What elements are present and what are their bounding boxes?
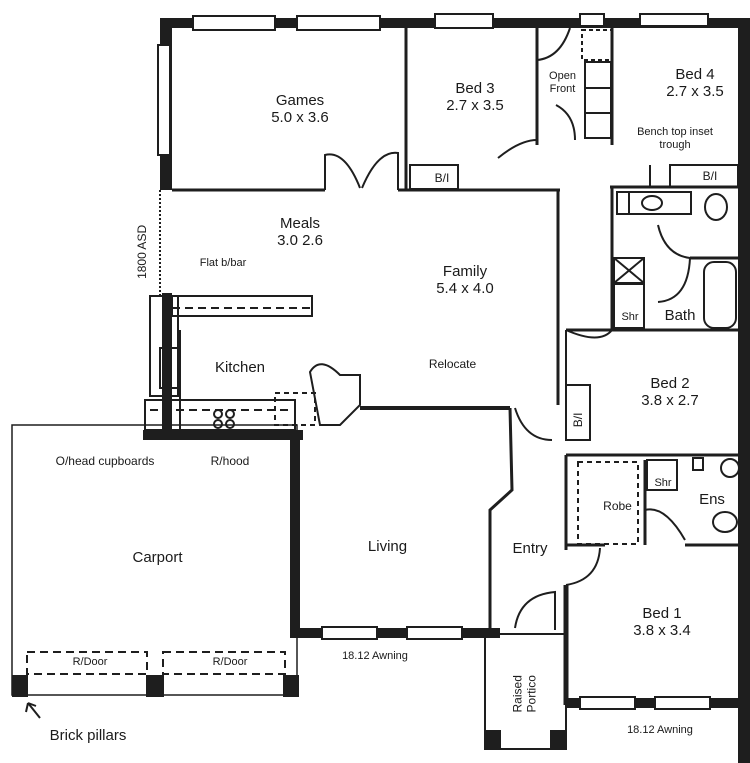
- label-bi-bed3: B/I: [434, 171, 450, 185]
- window: [639, 13, 709, 27]
- room-carport: Carport: [132, 549, 183, 566]
- window: [434, 13, 494, 29]
- label-bi-bed4: B/I: [702, 169, 718, 183]
- label-shr-bath: Shr: [621, 311, 639, 323]
- window: [654, 696, 711, 710]
- window: [192, 15, 276, 31]
- label-awning-bed1: 18.12 Awning: [627, 724, 693, 736]
- label-brick-pillars: Brick pillars: [49, 727, 127, 744]
- window: [579, 696, 636, 710]
- label-rhood: R/hood: [210, 454, 250, 468]
- label-flat-bbar: Flat b/bar: [199, 257, 247, 269]
- window: [579, 13, 605, 27]
- label-relocate: Relocate: [428, 357, 477, 371]
- room-entry: Entry: [512, 540, 548, 557]
- label-awning-living: 18.12 Awning: [342, 650, 408, 662]
- label-rdoor-1: R/Door: [72, 656, 108, 668]
- room-robe: Robe: [603, 499, 632, 513]
- room-bath: Bath: [664, 307, 696, 324]
- window: [406, 626, 463, 640]
- label-rdoor-2: R/Door: [212, 656, 248, 668]
- label-ohead-cupboards: O/head cupboards: [55, 454, 155, 468]
- window: [157, 44, 171, 156]
- label-bi-bed2: B/I: [571, 412, 586, 428]
- window: [321, 626, 378, 640]
- window: [296, 15, 381, 31]
- label-shr-ens: Shr: [654, 477, 672, 489]
- room-ens: Ens: [699, 491, 725, 508]
- room-kitchen: Kitchen: [214, 359, 266, 376]
- room-living: Living: [367, 538, 408, 555]
- label-1800-asd: 1800 ASD: [135, 224, 150, 279]
